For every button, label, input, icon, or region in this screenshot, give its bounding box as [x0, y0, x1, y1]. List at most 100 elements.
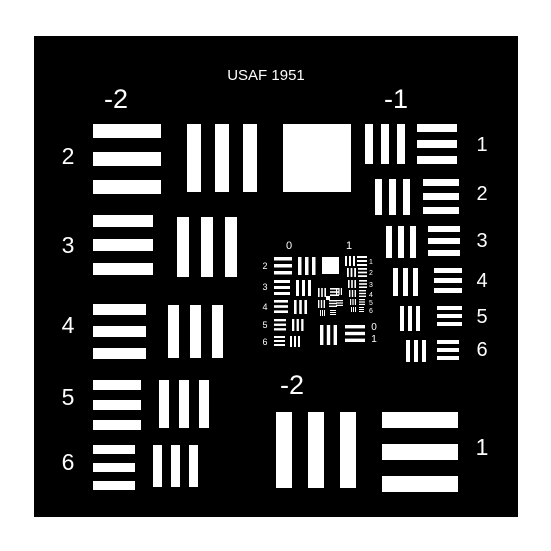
inner-label-left-2: 3 [262, 282, 267, 292]
g1-e2-vertical-bar-3 [354, 268, 356, 277]
element-label-right-3: 3 [476, 230, 487, 252]
inner-label-right-2: 2 [369, 270, 373, 277]
g-2-e3-horizontal-bar-2 [93, 239, 153, 251]
g-2-lower-e1-horizontal-bar-1 [382, 412, 458, 428]
g-2-e5-horizontal-bar-3 [93, 420, 141, 430]
bar-pattern-layer [93, 124, 462, 492]
g2-e2-vertical-bar-3 [324, 288, 326, 297]
g1-e6-vertical-bar-3 [355, 307, 356, 312]
g1-e2-horizontal-bar-1 [358, 268, 367, 270]
g2-e4-vertical-bar-1 [336, 288, 338, 295]
g0-e2-vertical-bar-1 [298, 257, 302, 275]
g1-e6-vertical-bar-1 [351, 307, 352, 312]
g-2-e3-horizontal-bar-3 [93, 263, 153, 275]
inner-label-lower-1: 1 [371, 334, 377, 345]
g-1-e5-horizontal-bar-1 [437, 306, 462, 310]
g0-e6-horizontal-bar-1 [274, 336, 285, 338]
g-2-e1-square [283, 124, 351, 192]
g2-e4-vertical-bar-3 [340, 288, 342, 295]
g-1-e2-vertical-bar-1 [375, 179, 382, 215]
g1-e1-horizontal-bar-1 [357, 256, 367, 258]
group-label-lower-center: -2 [280, 370, 304, 400]
inner-label-left-4: 5 [262, 320, 267, 330]
g2-e3-horizontal-bar-2 [329, 302, 337, 305]
g-1-e3-horizontal-bar-3 [428, 250, 460, 256]
g-1-e6-vertical-bar-2 [414, 340, 418, 362]
g-1-e5-horizontal-bar-3 [437, 322, 462, 326]
g1-e2-vertical-bar-2 [350, 268, 353, 277]
element-label-right-4: 4 [476, 270, 487, 292]
group-label-outer-left: -2 [104, 84, 128, 114]
g1-e1-vertical-bar-3 [353, 256, 355, 266]
g-2-e4-horizontal-bar-2 [93, 326, 146, 337]
g1-e1-vertical-bar-1 [345, 256, 347, 266]
g1-e3-horizontal-bar-1 [359, 280, 367, 282]
g1-e3-vertical-bar-2 [351, 280, 353, 288]
g-1-e1-vertical-bar-3 [397, 124, 405, 164]
g-2-e6-vertical-bar-2 [171, 445, 180, 487]
g0-e6-horizontal-bar-3 [274, 344, 285, 346]
g-1-e3-vertical-bar-3 [410, 226, 416, 258]
g2-e3-vertical-bar-2 [320, 300, 323, 308]
g-1-e3-vertical-bar-2 [398, 226, 404, 258]
g1-e4-vertical-bar-2 [351, 290, 354, 297]
g3-square [326, 296, 330, 300]
element-label-left-2: 3 [62, 232, 75, 258]
inner-label-left-3: 4 [262, 302, 267, 312]
g-2-e3-horizontal-bar-1 [93, 215, 153, 227]
g1-e2-horizontal-bar-3 [358, 275, 367, 277]
g2-e3-horizontal-bar-3 [329, 305, 337, 307]
g-2-lower-e1-horizontal-bar-3 [382, 476, 458, 492]
g0-e3-vertical-bar-3 [308, 280, 311, 296]
g2-e5-vertical-bar-3 [324, 310, 325, 316]
inner-label-right-3: 3 [369, 282, 373, 289]
g1-e4-horizontal-bar-1 [359, 290, 366, 292]
g-2-e4-vertical-bar-1 [168, 305, 179, 358]
g2-e2-horizontal-bar-3 [330, 294, 339, 296]
g0-lower-e1-horizontal-bar-3 [345, 338, 365, 342]
g2-e2-vertical-bar-1 [318, 288, 320, 297]
g0-e3-horizontal-bar-2 [274, 286, 290, 289]
g-2-e3-vertical-bar-3 [225, 217, 237, 277]
group-label-inner-left: 0 [286, 240, 292, 252]
g0-e6-vertical-bar-1 [290, 336, 292, 347]
g-1-e2-vertical-bar-2 [389, 179, 396, 215]
g-2-lower-e1-vertical-bar-2 [308, 412, 324, 488]
inner-label-right-6: 6 [369, 308, 373, 315]
g0-e4-horizontal-bar-1 [274, 300, 288, 303]
g0-e5-vertical-bar-2 [296, 319, 299, 331]
g-2-e6-horizontal-bar-3 [93, 481, 135, 490]
g0-e4-horizontal-bar-3 [274, 310, 288, 313]
g0-e3-horizontal-bar-3 [274, 292, 290, 295]
g1-e5-vertical-bar-3 [354, 299, 356, 305]
g-1-e6-vertical-bar-1 [406, 340, 410, 362]
element-label-right-2: 2 [476, 183, 487, 205]
g-1-e6-horizontal-bar-3 [437, 356, 459, 360]
g1-e3-horizontal-bar-3 [359, 286, 367, 288]
g0-e2-vertical-bar-3 [312, 257, 316, 275]
g2-e2-horizontal-bar-2 [330, 291, 339, 293]
g0-e6-vertical-bar-2 [294, 336, 296, 347]
g-1-e4-horizontal-bar-2 [434, 278, 462, 283]
g-1-e5-vertical-bar-3 [416, 306, 420, 331]
inner-label-lower-0: 0 [371, 322, 377, 333]
g1-e5-vertical-bar-2 [352, 299, 354, 305]
g0-e5-vertical-bar-1 [292, 319, 295, 331]
g0-e3-vertical-bar-2 [302, 280, 305, 296]
g0-e4-vertical-bar-3 [304, 300, 307, 314]
g0-e3-vertical-bar-1 [296, 280, 299, 296]
g-1-e3-vertical-bar-1 [386, 226, 392, 258]
g0-e2-horizontal-bar-2 [274, 264, 292, 268]
element-label-right-1: 1 [476, 134, 487, 156]
g-2-e5-vertical-bar-2 [179, 380, 189, 428]
g-2-e3-vertical-bar-2 [201, 217, 213, 277]
g-2-e6-vertical-bar-1 [153, 445, 162, 487]
g1-e4-horizontal-bar-2 [359, 292, 366, 295]
g1-e1-horizontal-bar-2 [357, 260, 367, 262]
element-label-left-1: 2 [62, 143, 75, 169]
inner-label-right-1: 1 [369, 259, 373, 266]
g-1-e2-horizontal-bar-3 [423, 207, 459, 214]
g1-e3-vertical-bar-3 [354, 280, 356, 288]
g2-e2-vertical-bar-2 [321, 288, 323, 297]
